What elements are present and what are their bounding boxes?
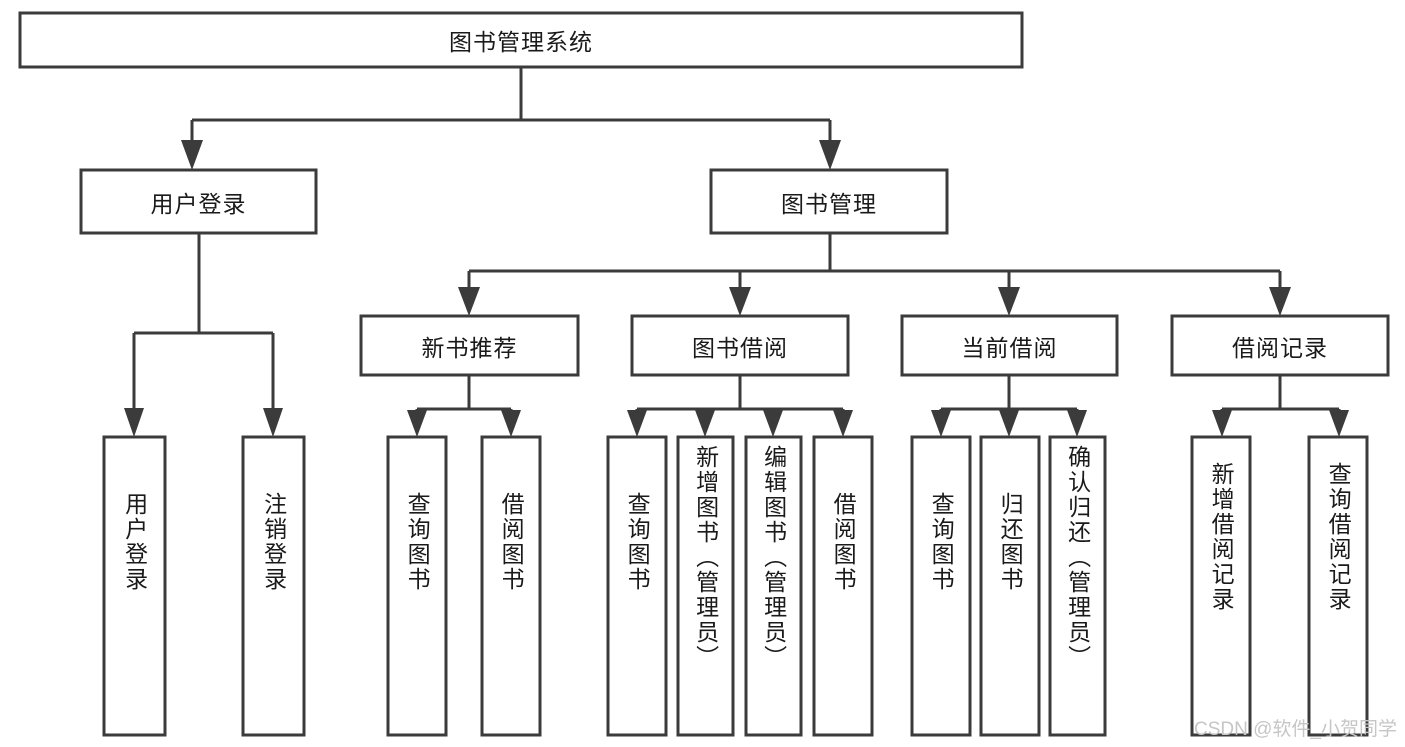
leaf-user-login[interactable] [102, 435, 167, 737]
leaf-user-logout[interactable] [241, 435, 306, 737]
node-borrow-record[interactable] [1170, 314, 1390, 377]
connector-borrowrecord-to-leaves [1212, 375, 1349, 437]
leaf-add-book[interactable] [676, 435, 735, 737]
connector-bookmanage-to-level3 [458, 233, 1291, 316]
node-new-book-rec[interactable] [359, 314, 580, 377]
node-root[interactable] [18, 11, 1024, 69]
connector-root-to-level2 [181, 67, 841, 170]
connector-currentborrow-to-leaves [931, 375, 1087, 437]
leaf-return-book[interactable] [979, 435, 1041, 737]
node-current-borrow[interactable] [900, 314, 1119, 377]
leaf-confirm-return[interactable] [1048, 435, 1107, 737]
leaf-edit-book[interactable] [744, 435, 803, 737]
leaf-query-book-3[interactable] [910, 435, 972, 737]
leaf-borrow-book-2[interactable] [812, 435, 874, 737]
node-book-borrow[interactable] [630, 314, 850, 377]
leaf-query-book-1[interactable] [386, 435, 448, 737]
connector-bookborrow-to-leaves [627, 375, 853, 437]
node-user-login[interactable] [79, 168, 318, 235]
leaf-query-book-2[interactable] [606, 435, 668, 737]
connector-newbook-to-leaves [407, 375, 521, 437]
leaf-query-record[interactable] [1307, 435, 1369, 737]
connector-userlogin-to-leaves [124, 233, 283, 437]
node-book-manage[interactable] [709, 168, 949, 235]
leaf-add-record[interactable] [1190, 435, 1252, 737]
leaf-borrow-book-1[interactable] [480, 435, 542, 737]
